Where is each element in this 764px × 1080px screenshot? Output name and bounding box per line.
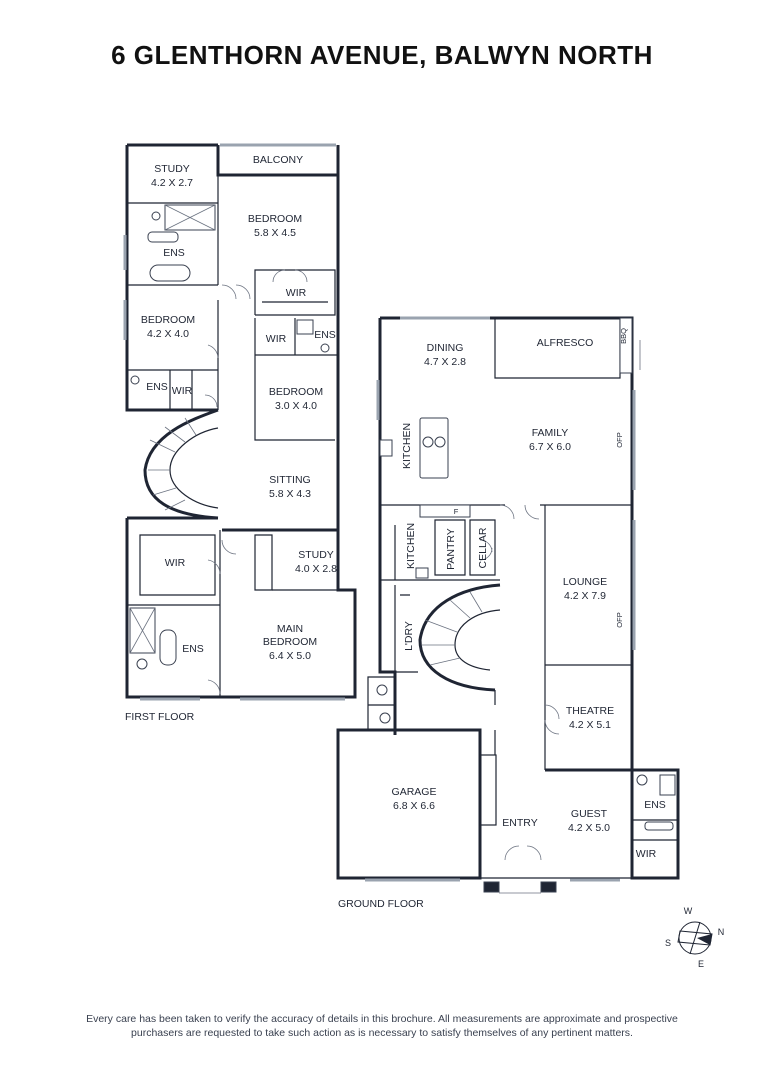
- room-label-wir: WIR: [165, 557, 186, 569]
- room-dim-dining: 4.7 X 2.8: [424, 356, 466, 368]
- room-label-ens: ENS: [146, 381, 168, 393]
- floor-label-first: FIRST FLOOR: [125, 711, 195, 723]
- room-label-guest: GUEST: [571, 808, 608, 820]
- disclaimer: Every care has been taken to verify the …: [20, 1012, 744, 1040]
- room-dim-family: 6.7 X 6.0: [529, 441, 571, 453]
- compass-s: S: [665, 938, 671, 948]
- compass: W N S E: [665, 906, 724, 969]
- disclaimer-line-2: purchasers are requested to take such ac…: [131, 1027, 633, 1039]
- room-dim-bedroom: 5.8 X 4.5: [254, 227, 296, 239]
- room-label-ofp: OFP: [615, 432, 624, 447]
- room-label-theatre: THEATRE: [566, 705, 614, 717]
- ground-floor-plan: [336, 316, 680, 894]
- first-floor-plan: [123, 143, 357, 701]
- room-label-study: STUDY: [154, 163, 190, 175]
- compass-e: E: [698, 959, 704, 969]
- floor-label-ground: GROUND FLOOR: [338, 898, 424, 910]
- room-dim-study: 4.0 X 2.8: [295, 563, 337, 575]
- compass-w: W: [684, 906, 693, 916]
- room-label-laundry: L'DRY: [403, 621, 415, 651]
- room-label-alfresco: ALFRESCO: [537, 337, 594, 349]
- room-label-dining: DINING: [427, 342, 464, 354]
- room-label-kitchen: KITCHEN: [405, 523, 417, 569]
- room-label-kitchen: KITCHEN: [401, 423, 413, 469]
- room-label-fridge: F: [454, 507, 459, 516]
- room-dim-main-bedroom: 6.4 X 5.0: [269, 650, 311, 662]
- room-label-pantry: PANTRY: [445, 528, 457, 570]
- room-label-wir: WIR: [286, 287, 307, 299]
- room-label-bedroom: BEDROOM: [141, 314, 195, 326]
- room-label-wir: WIR: [636, 848, 657, 860]
- room-label-bedroom: BEDROOM: [269, 386, 323, 398]
- room-label-study: STUDY: [298, 549, 334, 561]
- compass-n: N: [718, 927, 725, 937]
- room-dim-guest: 4.2 X 5.0: [568, 822, 610, 834]
- room-label-wir: WIR: [172, 385, 193, 397]
- room-label-balcony: BALCONY: [253, 154, 303, 166]
- room-dim-bedroom: 3.0 X 4.0: [275, 400, 317, 412]
- room-label-family: FAMILY: [532, 427, 569, 439]
- room-label-garage: GARAGE: [392, 786, 437, 798]
- room-label-wir: WIR: [266, 333, 287, 345]
- disclaimer-line-1: Every care has been taken to verify the …: [86, 1013, 678, 1025]
- floor-plan: STUDY 4.2 X 2.7 BALCONY BEDROOM 5.8 X 4.…: [123, 143, 724, 969]
- room-label-ens: ENS: [314, 329, 336, 341]
- room-label-ens: ENS: [644, 799, 666, 811]
- room-label-cellar: CELLAR: [477, 527, 489, 568]
- room-dim-bedroom: 4.2 X 4.0: [147, 328, 189, 340]
- room-label-ens: ENS: [182, 643, 204, 655]
- room-label-bbq: BBQ: [619, 328, 628, 344]
- room-dim-study: 4.2 X 2.7: [151, 177, 193, 189]
- room-dim-theatre: 4.2 X 5.1: [569, 719, 611, 731]
- room-dim-garage: 6.8 X 6.6: [393, 800, 435, 812]
- room-label-bedroom: BEDROOM: [248, 213, 302, 225]
- room-label-main: MAIN: [277, 623, 303, 635]
- room-label-sitting: SITTING: [269, 474, 310, 486]
- room-label-main-bedroom: BEDROOM: [263, 636, 317, 648]
- room-label-entry: ENTRY: [502, 817, 537, 829]
- room-label-ofp: OFP: [615, 612, 624, 627]
- room-dim-lounge: 4.2 X 7.9: [564, 590, 606, 602]
- room-label-ens: ENS: [163, 247, 185, 259]
- room-label-lounge: LOUNGE: [563, 576, 607, 588]
- page-title: 6 GLENTHORN AVENUE, BALWYN NORTH: [111, 40, 653, 70]
- room-dim-sitting: 5.8 X 4.3: [269, 488, 311, 500]
